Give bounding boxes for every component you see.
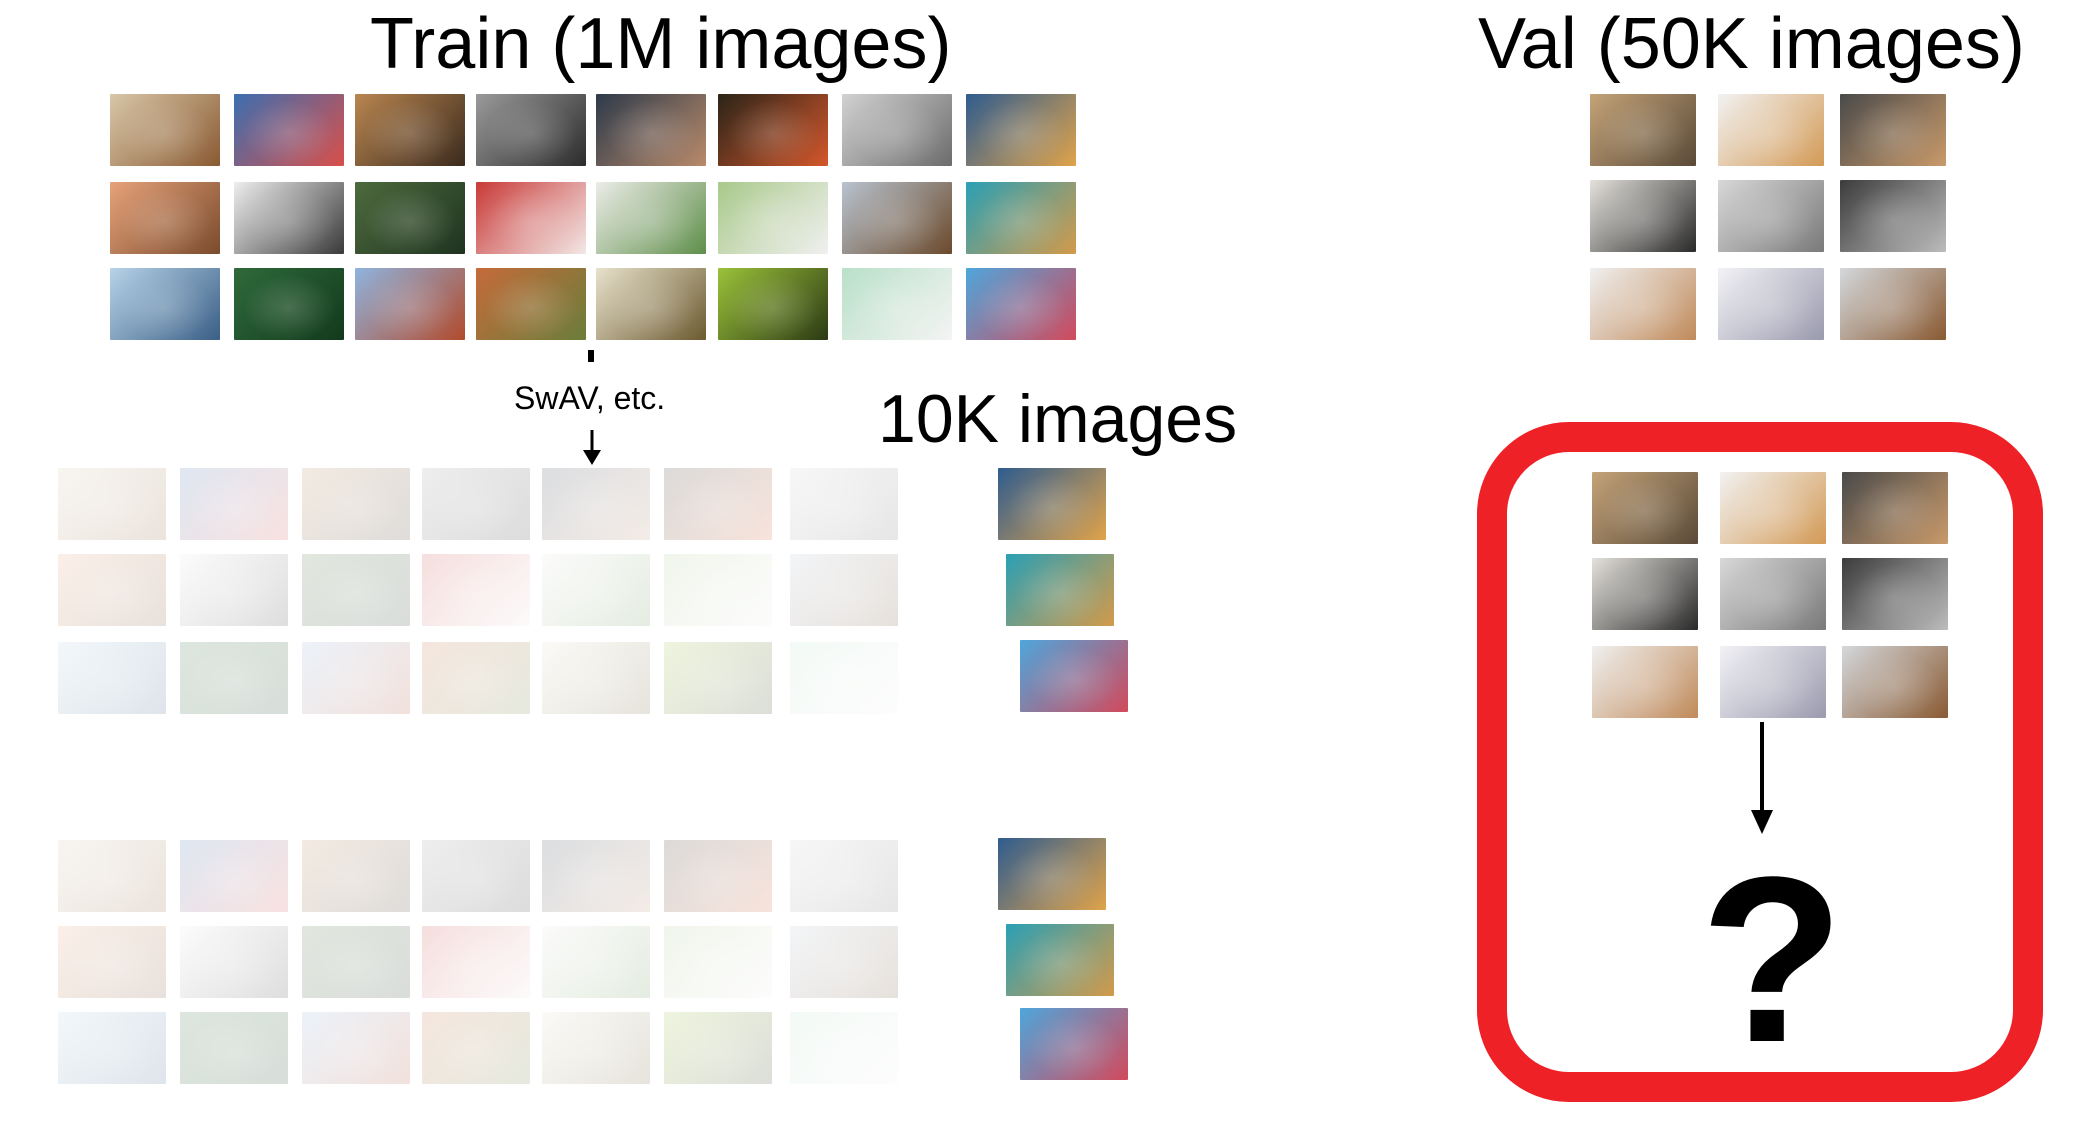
daisies-photo [542, 1012, 650, 1084]
forest-photo [355, 182, 465, 254]
carrots-photo [422, 642, 530, 714]
light-trails-road-photo [966, 94, 1076, 166]
dog-in-field-photo [58, 554, 166, 626]
light-trails-road-photo [998, 838, 1106, 910]
dog-with-cake-photo [1006, 554, 1114, 626]
hands-holding-phone-photo [542, 840, 650, 912]
shiba-dog-photo [1718, 94, 1824, 166]
virus-model-photo [1840, 180, 1946, 252]
office-people-photo [110, 268, 220, 340]
baguettes-photo [302, 468, 410, 540]
question-mark-icon: ? [1700, 828, 1845, 1092]
fox-peeking-photo [58, 840, 166, 912]
meeting-table-overhead-photo [1718, 180, 1824, 252]
eagle-flying-photo [790, 926, 898, 998]
person-rainbow-scarf-photo [542, 554, 650, 626]
green-leaves-photo [234, 268, 344, 340]
daisies-photo [596, 268, 706, 340]
crystal-ball-city-lights-photo [180, 840, 288, 912]
french-bulldog-photo [1592, 646, 1698, 718]
beagle-looking-up-photo [1842, 646, 1948, 718]
tree-bark-texture-photo [842, 94, 952, 166]
fox-peeking-photo [110, 94, 220, 166]
spiral-staircase-photo [422, 468, 530, 540]
ginkgo-leaf-photo [718, 268, 828, 340]
dog-with-cake-photo [1006, 924, 1114, 996]
red-white-umbrellas-photo [476, 182, 586, 254]
bunting-flags-photo [966, 268, 1076, 340]
tree-bark-texture-photo [790, 468, 898, 540]
glass-tables-photo [1720, 646, 1826, 718]
spiral-staircase-photo [476, 94, 586, 166]
golden-gate-bridge-photo [302, 1012, 410, 1084]
baguettes-photo [302, 840, 410, 912]
subset-heading: 10K images [878, 381, 1238, 457]
mandrill-photo [664, 468, 772, 540]
office-people-photo [58, 642, 166, 714]
golden-gate-bridge-photo [302, 642, 410, 714]
daisies-photo [542, 642, 650, 714]
bunting-flags-photo [1020, 1008, 1128, 1080]
striped-desk-photo [790, 1012, 898, 1084]
flow-connector-dash [588, 350, 594, 362]
val-set-heading: Val (50K images) [1478, 4, 2025, 84]
dog-in-field-photo [110, 182, 220, 254]
mandrill-photo [664, 840, 772, 912]
ginkgo-leaf-photo [664, 642, 772, 714]
striped-desk-photo [790, 642, 898, 714]
hands-holding-phone-photo [542, 468, 650, 540]
train-set-heading: Train (1M images) [370, 4, 952, 84]
striped-desk-photo [842, 268, 952, 340]
dog-portrait-gray-photo [1842, 472, 1948, 544]
eagle-flying-photo [842, 182, 952, 254]
spiral-staircase-photo [422, 840, 530, 912]
tree-bark-texture-photo [790, 840, 898, 912]
green-leaves-photo [180, 1012, 288, 1084]
glass-tables-photo [1718, 268, 1824, 340]
person-sleeping-mask-photo [1590, 180, 1696, 252]
green-leaves-photo [180, 642, 288, 714]
mandrill-photo [718, 94, 828, 166]
person-in-warehouse-photo [1592, 472, 1698, 544]
ginkgo-leaf-photo [664, 1012, 772, 1084]
golden-gate-bridge-photo [355, 268, 465, 340]
highlight-box [1477, 422, 2043, 1102]
dog-in-field-photo [58, 926, 166, 998]
meeting-table-overhead-photo [1720, 558, 1826, 630]
crystal-ball-city-lights-photo [180, 468, 288, 540]
person-in-warehouse-photo [1590, 94, 1696, 166]
office-people-photo [58, 1012, 166, 1084]
dog-face-black-white-photo [234, 182, 344, 254]
forest-photo [302, 554, 410, 626]
down-arrow-icon [583, 430, 601, 465]
baguettes-photo [355, 94, 465, 166]
beagle-looking-up-photo [1840, 268, 1946, 340]
dog-with-cake-photo [966, 182, 1076, 254]
forest-photo [302, 926, 410, 998]
down-arrow-icon [1751, 722, 1773, 834]
carrots-photo [476, 268, 586, 340]
dog-face-black-white-photo [180, 926, 288, 998]
dog-face-black-white-photo [180, 554, 288, 626]
soccer-players-photo [664, 926, 772, 998]
dog-portrait-gray-photo [1840, 94, 1946, 166]
soccer-players-photo [664, 554, 772, 626]
person-sleeping-mask-photo [1592, 558, 1698, 630]
light-trails-road-photo [998, 468, 1106, 540]
bunting-flags-photo [1020, 640, 1128, 712]
red-white-umbrellas-photo [422, 554, 530, 626]
french-bulldog-photo [1590, 268, 1696, 340]
red-white-umbrellas-photo [422, 926, 530, 998]
eagle-flying-photo [790, 554, 898, 626]
soccer-players-photo [718, 182, 828, 254]
method-label: SwAV, etc. [514, 380, 666, 416]
person-rainbow-scarf-photo [542, 926, 650, 998]
crystal-ball-city-lights-photo [234, 94, 344, 166]
fox-peeking-photo [58, 468, 166, 540]
shiba-dog-photo [1720, 472, 1826, 544]
carrots-photo [422, 1012, 530, 1084]
virus-model-photo [1842, 558, 1948, 630]
hands-holding-phone-photo [596, 94, 706, 166]
person-rainbow-scarf-photo [596, 182, 706, 254]
